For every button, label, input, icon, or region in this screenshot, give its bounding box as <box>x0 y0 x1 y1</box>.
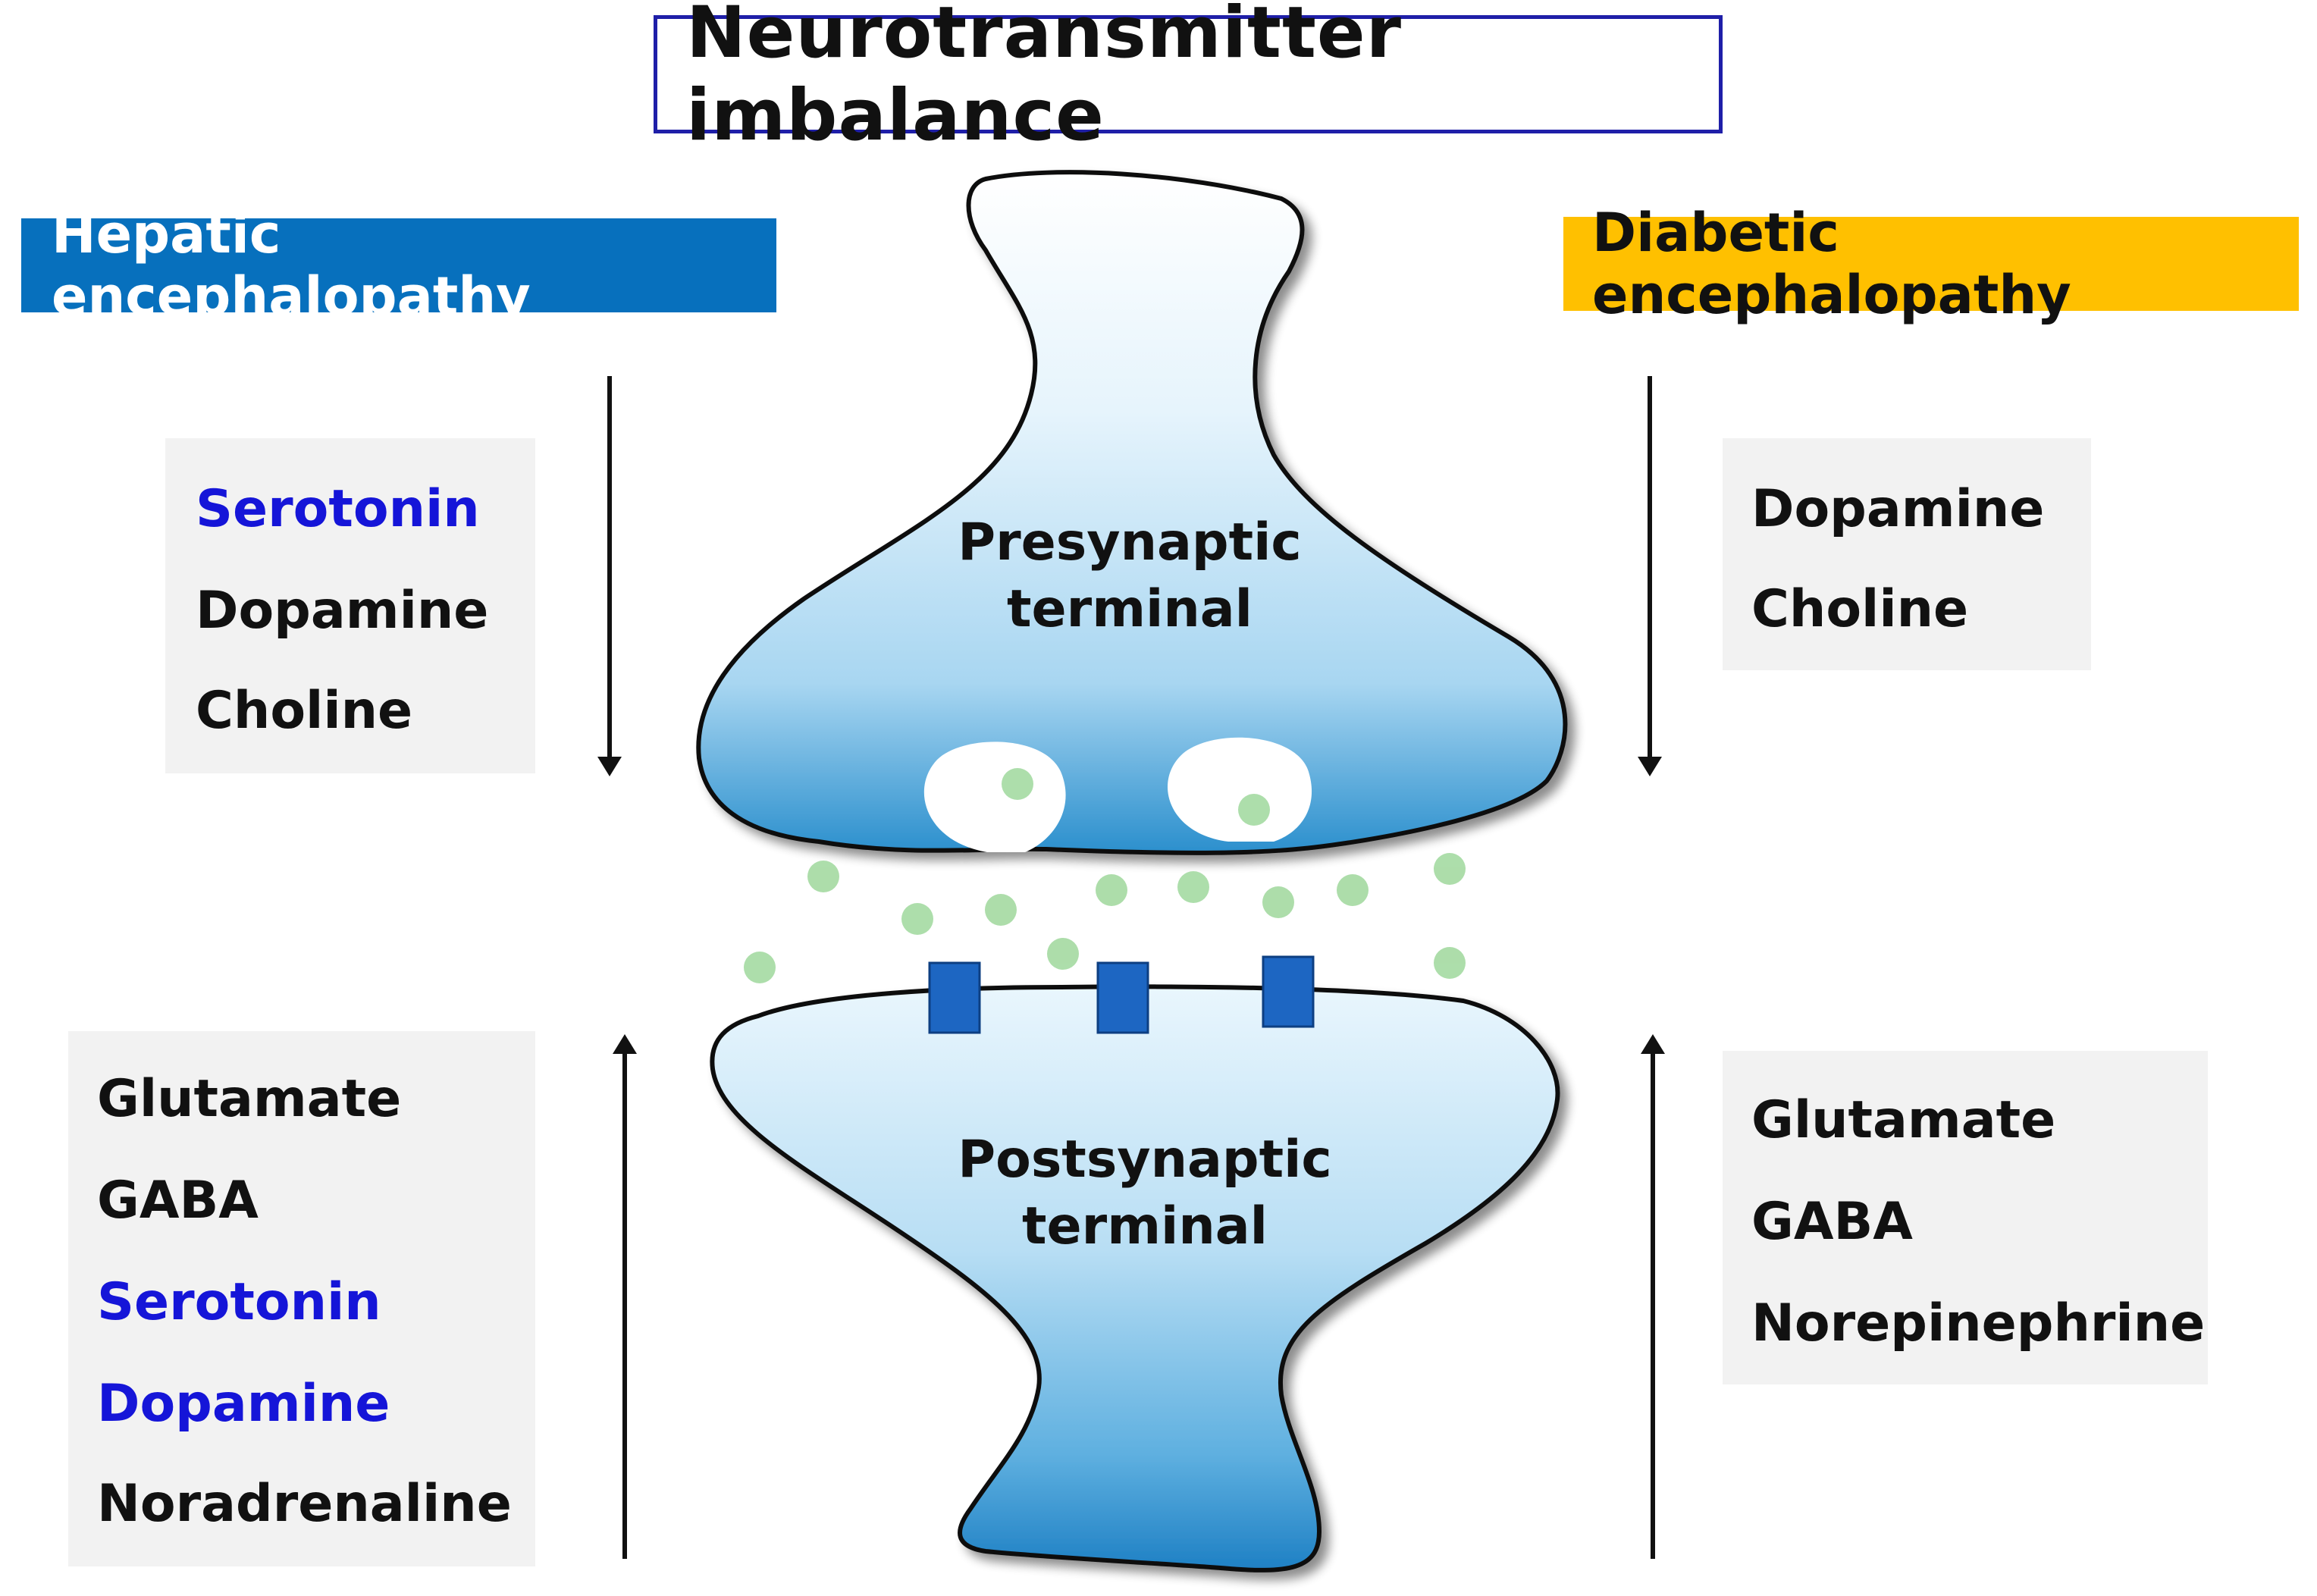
hepatic-increased-item: Noradrenaline <box>97 1474 512 1534</box>
neurotransmitter-dot <box>1047 938 1079 970</box>
neurotransmitter-dots <box>744 768 1466 983</box>
hepatic-decreased-box: Serotonin Dopamine Choline <box>165 438 535 773</box>
vesicle-right <box>1168 737 1312 842</box>
neurotransmitter-dot <box>901 903 933 935</box>
neurotransmitter-dot <box>1434 853 1466 885</box>
hepatic-down-arrow <box>597 376 622 776</box>
postsynaptic-label: Postsynaptic terminal <box>917 1127 1372 1261</box>
hepatic-up-arrow <box>613 1034 637 1559</box>
diabetic-up-arrow <box>1641 1034 1665 1559</box>
hepatic-increased-item: GABA <box>97 1171 259 1231</box>
presynaptic-label-line2: terminal <box>1007 579 1253 640</box>
postsynaptic-label-line1: Postsynaptic <box>958 1130 1332 1190</box>
neurotransmitter-dot <box>1262 886 1294 918</box>
neurotransmitter-dot <box>744 952 776 983</box>
presynaptic-label: Presynaptic terminal <box>902 510 1357 644</box>
neurotransmitter-dot <box>1238 794 1270 826</box>
hepatic-decreased-item: Serotonin <box>196 479 480 539</box>
diabetic-down-arrow <box>1638 376 1662 776</box>
vesicle-left <box>923 742 1066 852</box>
receptor <box>928 961 981 1034</box>
postsynaptic-label-line2: terminal <box>1022 1196 1268 1257</box>
presynaptic-terminal-shape <box>696 170 1568 855</box>
hepatic-increased-box: Glutamate GABA Serotonin Dopamine Noradr… <box>68 1031 535 1566</box>
diabetic-increased-item: GABA <box>1751 1192 1913 1252</box>
hepatic-increased-item: Glutamate <box>97 1069 402 1129</box>
receptor <box>1262 955 1315 1028</box>
postsynaptic-terminal-shape <box>710 984 1560 1572</box>
presynaptic-label-line1: Presynaptic <box>958 513 1302 572</box>
neurotransmitter-dot <box>985 894 1017 926</box>
neurotransmitter-dot <box>1096 874 1127 906</box>
receptor <box>1096 961 1149 1034</box>
diabetic-increased-item: Glutamate <box>1751 1090 2056 1150</box>
hepatic-increased-item: Serotonin <box>97 1272 381 1332</box>
hepatic-increased-item: Dopamine <box>97 1374 390 1434</box>
diabetic-decreased-box: Dopamine Choline <box>1723 438 2091 670</box>
neurotransmitter-dot <box>1177 871 1209 903</box>
neurotransmitter-dot <box>1434 947 1466 979</box>
neurotransmitter-dot <box>807 861 839 892</box>
diabetic-increased-box: Glutamate GABA Norepinephrine <box>1723 1051 2208 1384</box>
neurotransmitter-dot <box>1002 768 1033 800</box>
diabetic-decreased-item: Choline <box>1751 579 1969 639</box>
neurotransmitter-dot <box>1337 874 1369 906</box>
hepatic-decreased-item: Dopamine <box>196 581 489 641</box>
diabetic-decreased-item: Dopamine <box>1751 479 2045 539</box>
diabetic-increased-item: Norepinephrine <box>1751 1293 2206 1353</box>
hepatic-decreased-item: Choline <box>196 681 413 741</box>
